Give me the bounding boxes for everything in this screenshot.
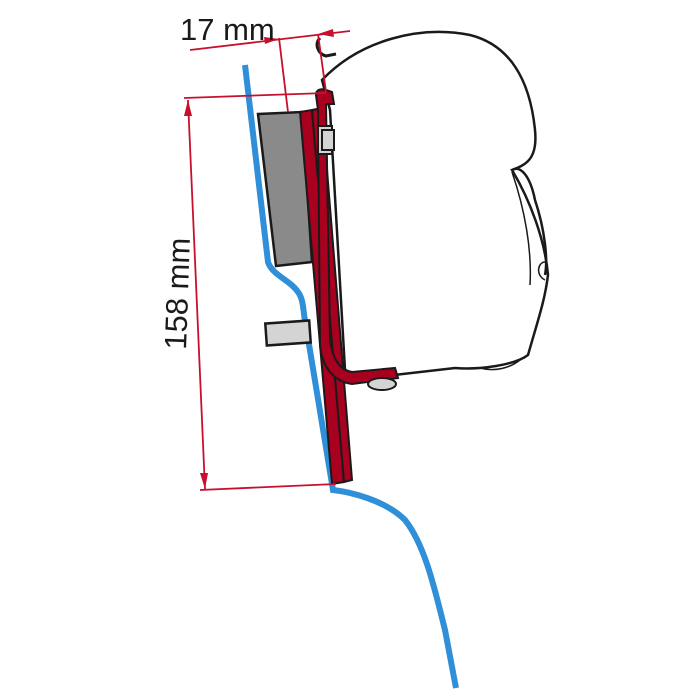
adapter-bracket	[298, 88, 400, 486]
height-dimension-label: 158 mm	[158, 237, 197, 350]
vehicle-wall	[242, 64, 459, 689]
bolt	[317, 125, 397, 391]
mounting-pin	[263, 319, 313, 347]
awning-casing	[320, 30, 550, 382]
dimension-lines	[183, 29, 351, 491]
width-dimension-label: 17 mm	[180, 12, 275, 47]
